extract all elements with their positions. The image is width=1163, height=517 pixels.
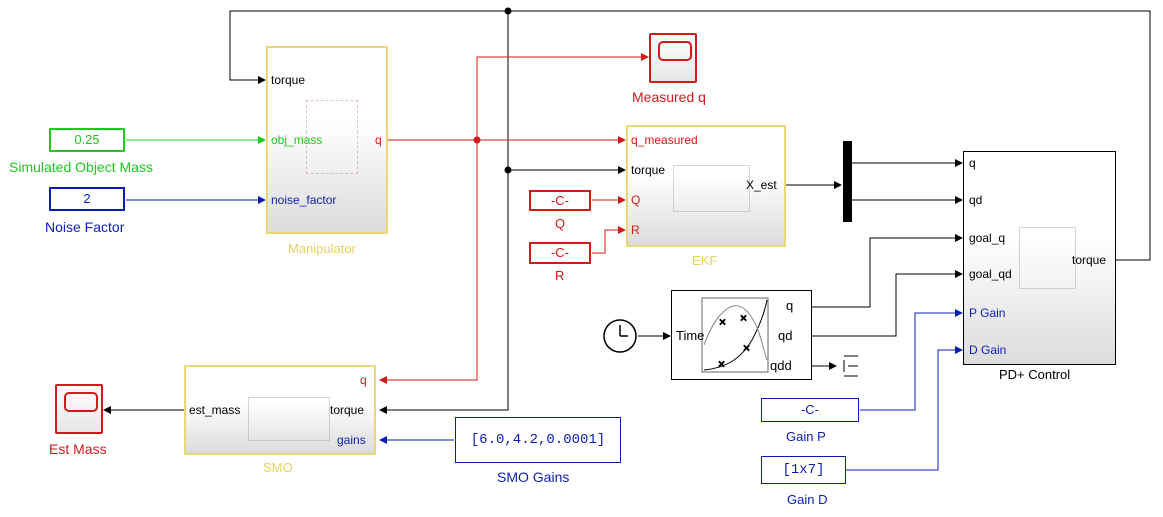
trajectory-port-qdd: qdd — [770, 358, 792, 373]
pd-port-q: q — [969, 156, 976, 170]
object-mass-constant[interactable]: 0.25 — [49, 128, 125, 152]
pd-control-internal-diagram — [1019, 227, 1076, 289]
manipulator-port-torque: torque — [271, 73, 306, 87]
gain-d-label: Gain D — [787, 492, 828, 507]
r-constant-label: R — [555, 268, 565, 283]
object-mass-label: Simulated Object Mass — [9, 159, 153, 175]
trajectory-block[interactable] — [671, 290, 812, 380]
pd-control-title: PD+ Control — [999, 367, 1071, 382]
terminator-icon[interactable] — [843, 355, 858, 377]
manipulator-port-obj-mass: obj_mass — [271, 133, 323, 147]
gain-d-constant[interactable]: [1x7] — [761, 456, 846, 484]
ekf-port-x-est: X_est — [746, 178, 777, 192]
smo-internal-diagram — [248, 397, 330, 441]
measured-q-label: Measured q — [632, 89, 706, 105]
q-signal-lines[interactable] — [379, 53, 649, 384]
branch-point-torque-ekf — [504, 166, 512, 174]
gain-p-label: Gain P — [786, 429, 826, 444]
smo-title: SMO — [263, 460, 293, 475]
ekf-port-torque: torque — [631, 163, 666, 177]
pd-port-d-gain: D Gain — [969, 343, 1007, 357]
manipulator-internal-diagram — [306, 100, 358, 174]
gain-p-constant[interactable]: -C- — [761, 398, 859, 422]
smo-block[interactable] — [184, 365, 376, 455]
smo-gains-constant[interactable]: [6.0,4.2,0.0001] — [455, 417, 621, 463]
smo-port-torque: torque — [330, 403, 365, 417]
est-mass-scope[interactable] — [55, 384, 103, 434]
manipulator-title: Manipulator — [288, 241, 356, 256]
q-constant-label: Q — [555, 216, 566, 231]
gain-p-line[interactable] — [860, 309, 963, 411]
measured-q-scope[interactable] — [649, 33, 697, 83]
scope-icon — [64, 392, 98, 412]
smo-port-est-mass: est_mass — [189, 403, 241, 417]
manipulator-port-noise-factor: noise_factor — [271, 193, 337, 207]
noise-factor-constant[interactable]: 2 — [49, 187, 125, 211]
ekf-title: EKF — [692, 253, 718, 268]
ekf-internal-diagram — [673, 165, 750, 212]
scope-icon — [658, 41, 692, 61]
trajectory-plot-icon: × × × × — [701, 297, 769, 373]
svg-text:×: × — [718, 357, 725, 371]
q-constant[interactable]: -C- — [529, 190, 591, 211]
r-constant[interactable]: -C- — [529, 242, 591, 264]
pd-port-goal-qd: goal_qd — [969, 267, 1012, 281]
pd-port-goal-q: goal_q — [969, 231, 1006, 245]
mux-bar[interactable] — [843, 141, 852, 222]
ekf-port-r: R — [631, 223, 640, 237]
torque-feedback-lines[interactable] — [229, 10, 1151, 414]
pd-port-qd: qd — [969, 193, 983, 207]
ekf-block[interactable] — [626, 125, 786, 247]
gain-d-line[interactable] — [846, 346, 963, 471]
pd-port-p-gain: P Gain — [969, 306, 1006, 320]
svg-text:×: × — [719, 315, 726, 329]
trajectory-port-q: q — [786, 298, 794, 313]
pd-control-block[interactable] — [963, 151, 1116, 365]
manipulator-port-q: q — [375, 133, 382, 147]
clock-icon[interactable] — [603, 319, 637, 353]
pd-port-torque: torque — [1072, 253, 1107, 267]
smo-port-gains: gains — [337, 433, 366, 447]
est-mass-label: Est Mass — [49, 441, 107, 457]
state-lines[interactable] — [103, 159, 963, 414]
branch-point-q — [473, 136, 481, 144]
smo-port-q: q — [360, 373, 367, 387]
ekf-port-q: Q — [631, 193, 641, 207]
ekf-port-q-measured: q_measured — [631, 133, 698, 147]
trajectory-port-qd: qd — [778, 328, 793, 343]
svg-text:×: × — [740, 311, 747, 325]
svg-text:×: × — [743, 341, 750, 355]
branch-point-torque — [504, 7, 512, 15]
smo-gains-label: SMO Gains — [497, 469, 570, 485]
trajectory-port-time: Time — [676, 328, 705, 343]
manipulator-block[interactable] — [266, 46, 388, 234]
noise-factor-label: Noise Factor — [45, 219, 125, 235]
